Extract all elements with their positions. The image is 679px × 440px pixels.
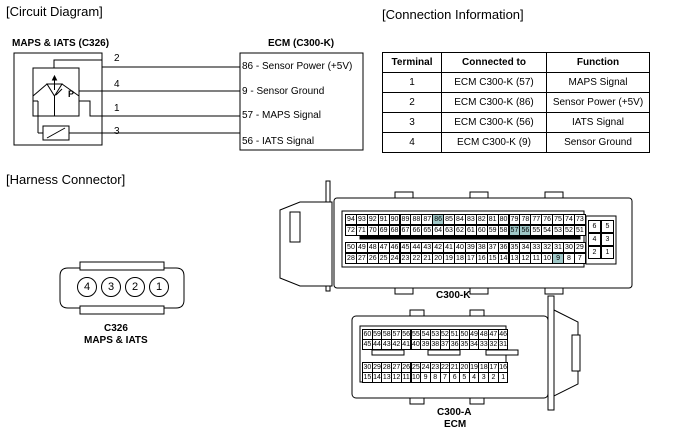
table-row: 4 ECM C300-K (9) Sensor Ground bbox=[382, 132, 650, 153]
harness-connector-heading: [Harness Connector] bbox=[6, 172, 126, 187]
c300k-connector-drawing bbox=[279, 180, 633, 295]
c326-pin-3-label: 3 bbox=[114, 126, 120, 137]
c326-connector-title: MAPS & IATS (C326) bbox=[12, 38, 110, 49]
c326-caption: C326 bbox=[104, 323, 128, 334]
table-header-row: Terminal Connected to Function bbox=[382, 52, 650, 73]
c300k-side-pin: 6 bbox=[588, 220, 601, 233]
c300a-caption-sub: ECM bbox=[444, 419, 467, 430]
terminal-cell: 3 bbox=[382, 112, 442, 133]
terminal-cell: 2 bbox=[382, 92, 442, 113]
c326-connector-drawing bbox=[59, 261, 185, 315]
c326-pin: 2 bbox=[125, 277, 145, 297]
c300k-side-pin: 5 bbox=[601, 220, 614, 233]
c300k-side-pin: 1 bbox=[601, 246, 614, 259]
c326-box bbox=[13, 52, 103, 146]
c326-pin-4-label: 4 bbox=[114, 79, 120, 90]
connected-to-cell: ECM C300-K (9) bbox=[441, 132, 547, 153]
function-cell: Sensor Ground bbox=[546, 132, 650, 153]
c326-pin-2-label: 2 bbox=[114, 53, 120, 64]
c300k-pin: 29 bbox=[573, 242, 586, 253]
connected-to-cell: ECM C300-K (86) bbox=[441, 92, 547, 113]
c300a-pin: 1 bbox=[497, 372, 509, 383]
circuit-wires bbox=[33, 59, 241, 142]
c300k-pin: 73 bbox=[573, 214, 586, 225]
connected-to-cell: ECM C300-K (57) bbox=[441, 72, 547, 93]
table-row: 1 ECM C300-K (57) MAPS Signal bbox=[382, 72, 650, 93]
c326-pin: 1 bbox=[149, 277, 169, 297]
c300a-connector-drawing bbox=[351, 295, 581, 411]
c300k-pin: 7 bbox=[573, 253, 586, 264]
ecm-box bbox=[239, 52, 364, 151]
c300k-pin: 51 bbox=[573, 225, 586, 236]
c326-caption-sub: MAPS & IATS bbox=[84, 335, 148, 346]
c300k-side-pin: 4 bbox=[588, 233, 601, 246]
header-function: Function bbox=[546, 52, 650, 73]
header-connected-to: Connected to bbox=[441, 52, 547, 73]
c326-pin-1-label: 1 bbox=[114, 103, 120, 114]
function-cell: MAPS Signal bbox=[546, 72, 650, 93]
pressure-sensor-label: P bbox=[68, 89, 75, 99]
header-terminal: Terminal bbox=[382, 52, 442, 73]
function-cell: IATS Signal bbox=[546, 112, 650, 133]
c300a-pin: 31 bbox=[497, 339, 509, 350]
c300a-caption: C300-A bbox=[437, 407, 472, 418]
ecm-pin-57-label: 57 - MAPS Signal bbox=[242, 110, 321, 121]
c326-pin: 4 bbox=[77, 277, 97, 297]
table-row: 2 ECM C300-K (86) Sensor Power (+5V) bbox=[382, 92, 650, 113]
terminal-cell: 4 bbox=[382, 132, 442, 153]
ecm-connector-title: ECM (C300-K) bbox=[268, 38, 335, 49]
connected-to-cell: ECM C300-K (56) bbox=[441, 112, 547, 133]
circuit-diagram-heading: [Circuit Diagram] bbox=[6, 4, 103, 19]
connection-info-heading: [Connection Information] bbox=[382, 7, 524, 22]
function-cell: Sensor Power (+5V) bbox=[546, 92, 650, 113]
maps-sensor-box bbox=[32, 67, 80, 117]
ecm-pin-9-label: 9 - Sensor Ground bbox=[242, 86, 325, 97]
connection-table: Terminal Connected to Function 1 ECM C30… bbox=[382, 52, 650, 153]
table-row: 3 ECM C300-K (56) IATS Signal bbox=[382, 112, 650, 133]
c300k-caption: C300-K bbox=[436, 290, 471, 301]
pressure-sensor-icon bbox=[32, 74, 80, 116]
ecm-pin-56-label: 56 - IATS Signal bbox=[242, 136, 315, 147]
c300k-side-pin: 3 bbox=[601, 233, 614, 246]
ecm-pin-86-label: 86 - Sensor Power (+5V) bbox=[242, 61, 353, 72]
c326-pin: 3 bbox=[101, 277, 121, 297]
c300k-side-pin: 2 bbox=[588, 246, 601, 259]
terminal-cell: 1 bbox=[382, 72, 442, 93]
